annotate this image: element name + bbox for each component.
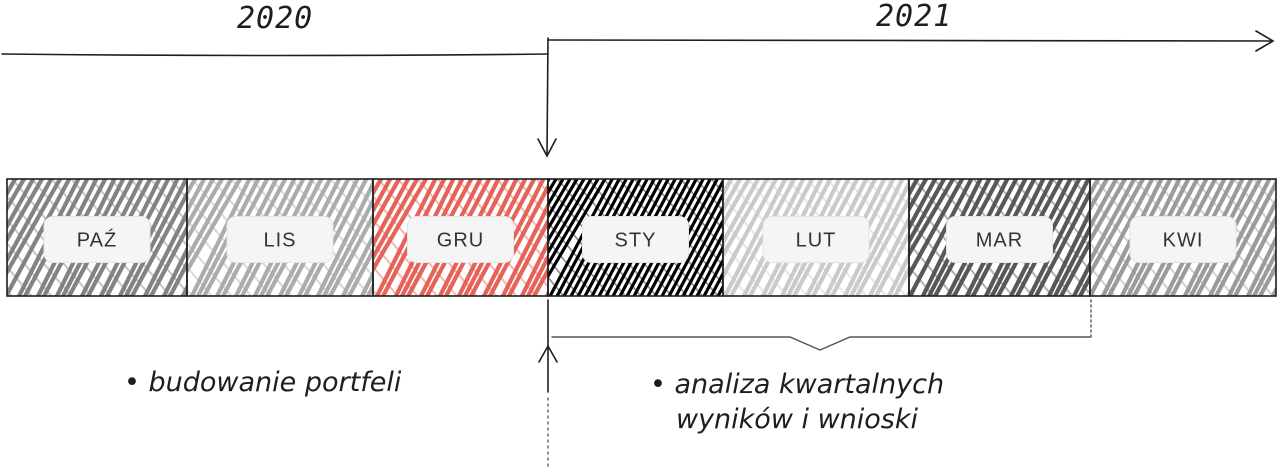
month-block-3: GRU bbox=[372, 178, 549, 297]
bracket-line bbox=[551, 336, 1091, 351]
note-budowanie-portfeli: • budowanie portfeli bbox=[124, 367, 402, 398]
month-hatching bbox=[548, 179, 723, 296]
month-label: LIS bbox=[263, 230, 296, 252]
month-block-6: MAR bbox=[908, 178, 1091, 297]
month-label-background bbox=[226, 216, 334, 263]
month-hatching bbox=[909, 179, 1090, 296]
month-label: GRU bbox=[437, 230, 484, 252]
month-hatching bbox=[723, 179, 909, 296]
month-block-2: LIS bbox=[186, 178, 374, 297]
month-label: MAR bbox=[976, 230, 1023, 252]
month-label-background bbox=[43, 216, 151, 263]
year-2021-label: 2021 bbox=[876, 0, 952, 34]
timeline-line-2021 bbox=[547, 38, 1273, 42]
year-boundary-line bbox=[546, 37, 549, 156]
month-label-background bbox=[407, 216, 514, 263]
month-label-background bbox=[1129, 216, 1237, 263]
note-analiza-line-2: wyników i wnioski bbox=[676, 404, 918, 435]
month-label: LUT bbox=[796, 230, 837, 252]
month-label-background bbox=[762, 216, 870, 263]
year-2020-label: 2020 bbox=[237, 1, 313, 36]
note-analiza-line-1: • analiza kwartalnych bbox=[650, 369, 944, 400]
timeline-arrowhead-right bbox=[1255, 30, 1275, 52]
timeline-line-2020 bbox=[1, 53, 549, 57]
month-block-7: KWI bbox=[1089, 178, 1277, 297]
month-block-1: PAŹ bbox=[6, 178, 188, 297]
quarter-bracket bbox=[551, 299, 1092, 351]
year-boundary-arrowhead bbox=[537, 138, 557, 158]
timeline-axis bbox=[1, 30, 1275, 158]
lower-boundary-marker bbox=[538, 299, 558, 467]
month-label-background bbox=[582, 216, 689, 263]
month-strip: PAŹ LIS GRU STY LUT MAR KWI bbox=[6, 178, 1277, 297]
month-label: STY bbox=[615, 230, 657, 252]
month-outline bbox=[1089, 178, 1277, 297]
month-label: KWI bbox=[1163, 230, 1204, 252]
month-label: PAŹ bbox=[77, 229, 117, 252]
month-label-background bbox=[946, 216, 1053, 263]
lower-boundary-arrowhead bbox=[538, 344, 558, 363]
